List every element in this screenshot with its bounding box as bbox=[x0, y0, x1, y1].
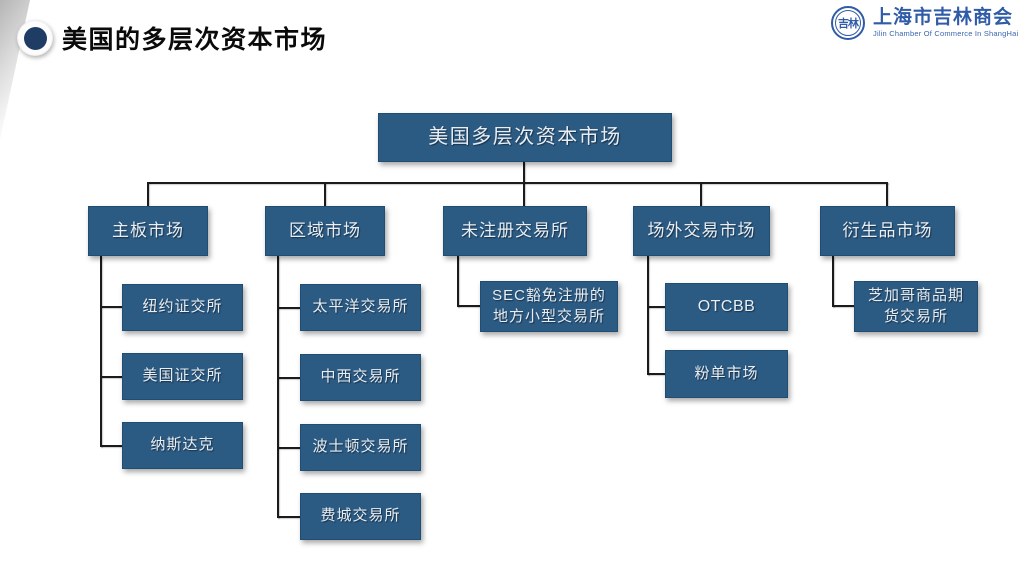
node-cme: 芝加哥商品期货交易所 bbox=[854, 281, 978, 332]
node-nasdaq: 纳斯达克 bbox=[122, 422, 243, 469]
node-boston-exchange: 波士顿交易所 bbox=[300, 424, 421, 471]
node-pacific-exchange: 太平洋交易所 bbox=[300, 284, 421, 331]
connector-root-riser bbox=[523, 162, 525, 183]
corner-decoration bbox=[0, 0, 30, 140]
connector-stub-2a bbox=[277, 307, 300, 309]
node-root: 美国多层次资本市场 bbox=[378, 113, 672, 162]
node-midwest-exchange: 中西交易所 bbox=[300, 354, 421, 401]
connector-drop-1 bbox=[147, 182, 149, 206]
org-logo: 吉林 上海市吉林商会 Jilin Chamber Of Commerce In … bbox=[831, 6, 1018, 40]
node-otcbb: OTCBB bbox=[665, 283, 788, 331]
connector-stub-2b bbox=[277, 377, 300, 379]
connector-stem-2 bbox=[277, 256, 279, 518]
connector-stub-2c bbox=[277, 447, 300, 449]
node-regional-market: 区域市场 bbox=[265, 206, 385, 256]
connector-drop-3 bbox=[523, 182, 525, 206]
connector-stub-1b bbox=[100, 376, 122, 378]
org-logo-text: 上海市吉林商会 Jilin Chamber Of Commerce In Sha… bbox=[873, 6, 1019, 39]
org-seal-text: 吉林 bbox=[835, 10, 861, 36]
connector-bus bbox=[147, 182, 888, 184]
connector-drop-2 bbox=[324, 182, 326, 206]
connector-stub-1c bbox=[100, 445, 122, 447]
node-philadelphia-exchange: 费城交易所 bbox=[300, 493, 421, 540]
node-pink-sheets: 粉单市场 bbox=[665, 350, 788, 398]
connector-stem-3 bbox=[457, 256, 459, 307]
node-derivatives-market: 衍生品市场 bbox=[820, 206, 955, 256]
connector-drop-4 bbox=[700, 182, 702, 206]
node-unregistered-exchanges: 未注册交易所 bbox=[443, 206, 587, 256]
node-sec-exempt-exchanges: SEC豁免注册的地方小型交易所 bbox=[480, 281, 618, 332]
connector-stub-1a bbox=[100, 306, 122, 308]
node-main-board-market: 主板市场 bbox=[88, 206, 208, 256]
connector-stub-4b bbox=[647, 373, 665, 375]
title-bullet-icon bbox=[17, 20, 53, 56]
connector-stem-1 bbox=[100, 256, 102, 447]
connector-stub-2d bbox=[277, 516, 300, 518]
connector-stem-5 bbox=[832, 256, 834, 307]
connector-drop-5 bbox=[886, 182, 888, 206]
page-title: 美国的多层次资本市场 bbox=[62, 26, 328, 54]
title-bullet-dot bbox=[23, 26, 47, 50]
node-amex: 美国证交所 bbox=[122, 353, 243, 400]
org-name: 上海市吉林商会 bbox=[873, 6, 1014, 28]
connector-stub-3a bbox=[457, 305, 480, 307]
node-nyse: 纽约证交所 bbox=[122, 284, 243, 331]
connector-stub-5a bbox=[832, 305, 854, 307]
org-name-en: Jilin Chamber Of Commerce In ShangHai bbox=[873, 29, 1019, 39]
node-otc-market: 场外交易市场 bbox=[633, 206, 770, 256]
connector-stub-4a bbox=[647, 306, 665, 308]
org-seal-icon: 吉林 bbox=[831, 6, 865, 40]
connector-stem-4 bbox=[647, 256, 649, 375]
